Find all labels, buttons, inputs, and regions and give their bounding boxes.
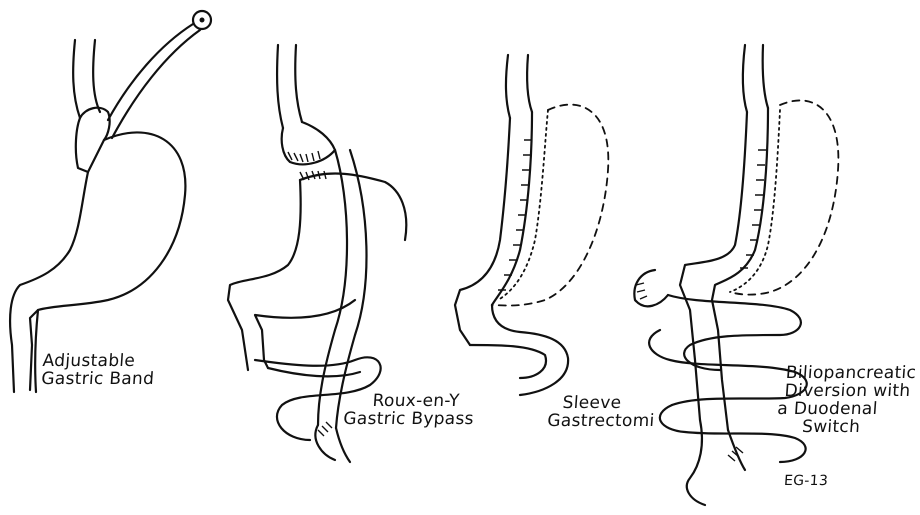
- roux-limb-right: [336, 150, 366, 428]
- esophagus-left-wall: [506, 55, 510, 118]
- esophagus-left-wall: [277, 45, 283, 128]
- band-tubing-upper: [108, 24, 193, 120]
- remnant-stomach-lower: [255, 300, 355, 368]
- label-line: Gastrectomi: [547, 412, 655, 430]
- label-line: a Duodenal: [777, 400, 915, 418]
- label-line: Adjustable: [42, 352, 156, 370]
- sleeve-left-wall: [455, 118, 510, 345]
- label-roux-en-y-bypass: Roux-en-Y Gastric Bypass: [371, 392, 476, 428]
- esophagus-right-wall: [527, 55, 532, 112]
- label-line: Diversion with: [784, 382, 916, 400]
- label-line: Gastric Band: [41, 370, 155, 388]
- label-line: Gastric Bypass: [343, 410, 475, 428]
- esophagus-right-wall: [295, 45, 302, 122]
- label-line: Roux-en-Y: [372, 392, 476, 410]
- panel-adjustable-gastric-band: [10, 11, 211, 392]
- panel-sleeve-gastrectomy: [455, 55, 608, 395]
- sleeve-left-wall: [680, 112, 747, 420]
- pouch-staple-line: [288, 151, 320, 162]
- esophagus-right-wall: [763, 45, 768, 108]
- artist-signature: EG-13: [783, 472, 828, 490]
- remnant-staple-line: [300, 171, 326, 180]
- remnant-stomach-outline: [228, 180, 301, 370]
- esophagus-left-wall: [743, 45, 747, 112]
- label-adjustable-gastric-band: Adjustable Gastric Band: [41, 352, 156, 388]
- sleeve-right-wall: [492, 112, 532, 305]
- resected-stomach-inner: [730, 110, 780, 292]
- duodenal-stump: [634, 270, 668, 306]
- duodenum-loop: [470, 345, 546, 378]
- label-sleeve-gastrectomy: Sleeve Gastrectomi: [547, 394, 657, 430]
- remnant-stomach-top: [300, 174, 406, 240]
- bp-limb-loop-2: [649, 330, 807, 405]
- esophagus-left-wall: [73, 40, 80, 118]
- sleeve-right-wall: [712, 108, 768, 430]
- stump-staples: [636, 283, 647, 299]
- gastric-pouch: [282, 122, 335, 164]
- common-channel: [315, 425, 350, 462]
- duodenum-stub: [35, 310, 38, 392]
- jejunojejunostomy-staples: [318, 422, 332, 436]
- label-duodenal-switch: Biliopancreatic Diversion with a Duodena…: [781, 364, 916, 436]
- resected-stomach-inner: [498, 110, 548, 300]
- label-line: Sleeve: [562, 394, 656, 412]
- label-line: Biliopancreatic: [785, 364, 917, 382]
- alimentary-channel-inner: [728, 430, 745, 470]
- label-line: Switch: [801, 418, 913, 436]
- band-tubing-lower: [112, 30, 200, 138]
- access-port-center: [200, 18, 205, 23]
- esophagus-right-wall: [93, 40, 100, 112]
